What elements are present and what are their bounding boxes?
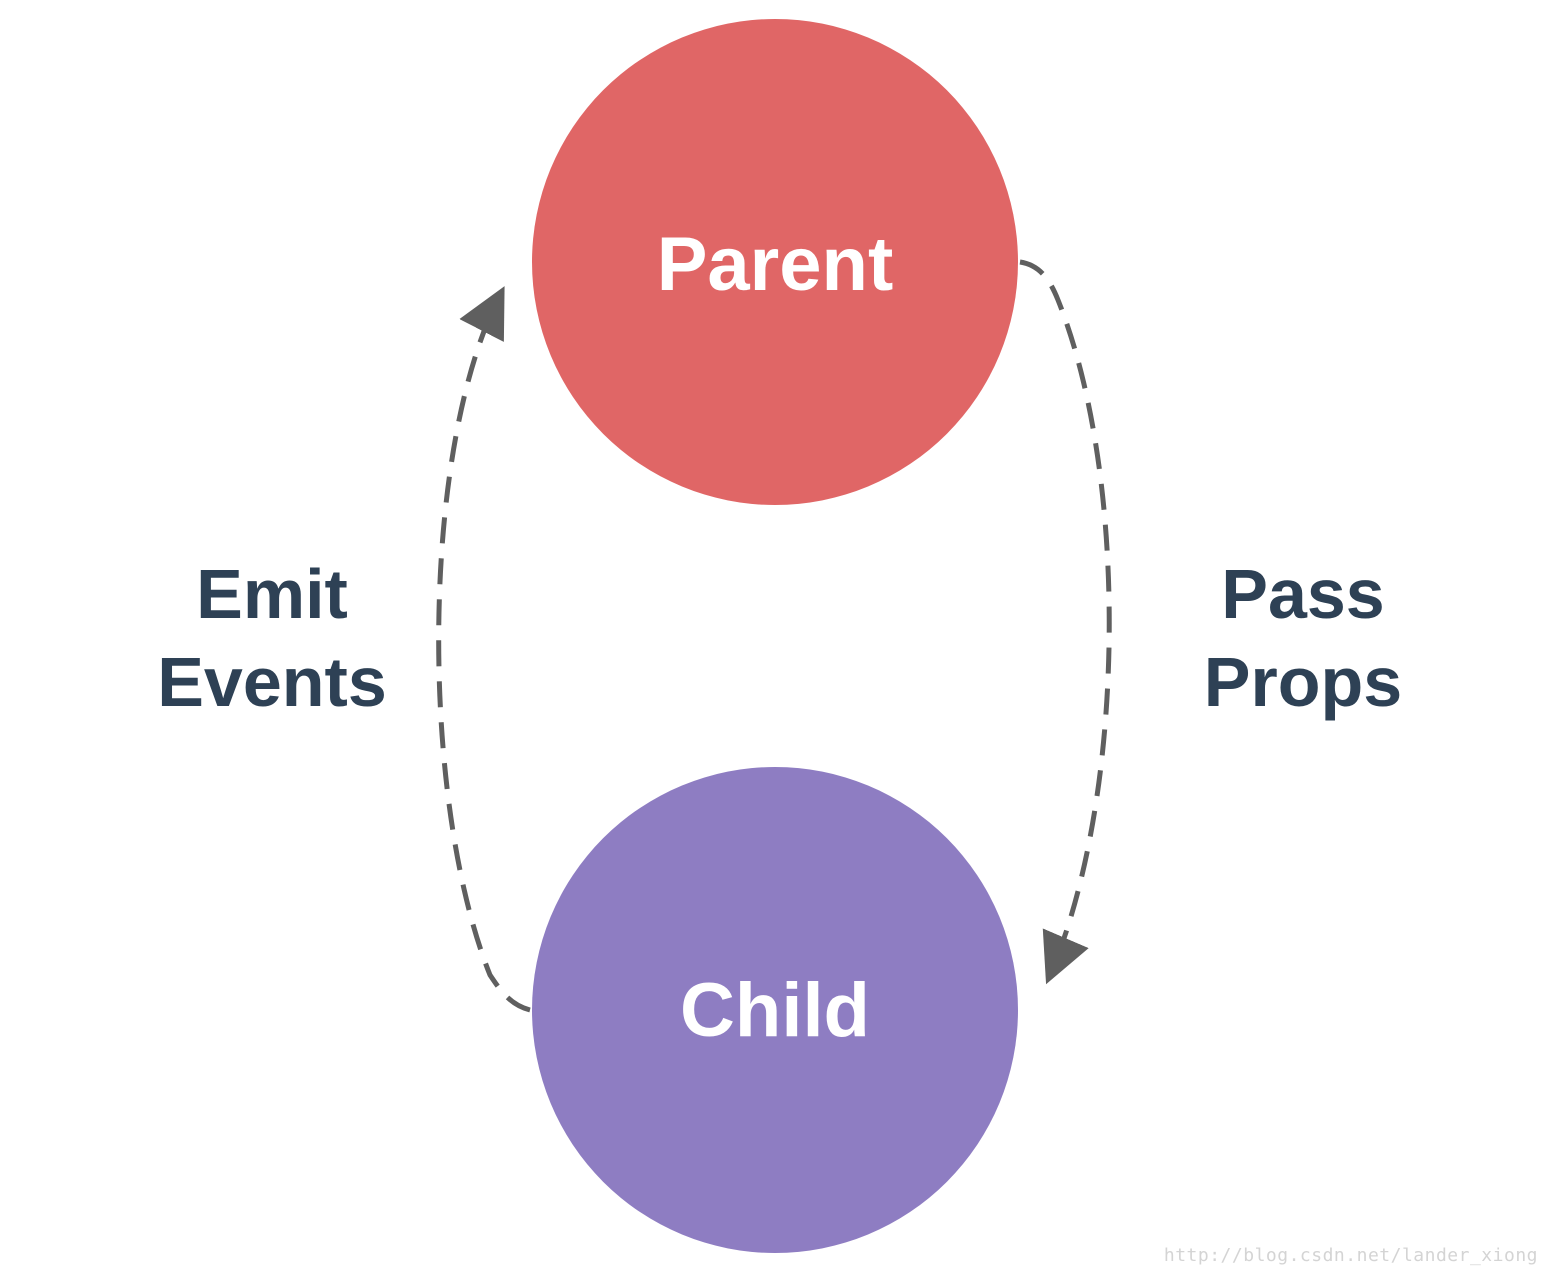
child-label: Child xyxy=(680,968,870,1053)
watermark: http://blog.csdn.net/lander_xiong xyxy=(1163,1245,1538,1266)
emit-events-arrow xyxy=(436,286,531,1013)
pass-label-line2: Props xyxy=(1204,643,1402,721)
pass-label-line1: Pass xyxy=(1221,555,1384,633)
emit-label-line2: Events xyxy=(157,643,387,721)
parent-label: Parent xyxy=(657,222,894,307)
parent-node xyxy=(532,19,1018,505)
pass-props-arrow xyxy=(1019,259,1112,985)
child-node xyxy=(532,767,1018,1253)
emit-label-line1: Emit xyxy=(196,555,348,633)
